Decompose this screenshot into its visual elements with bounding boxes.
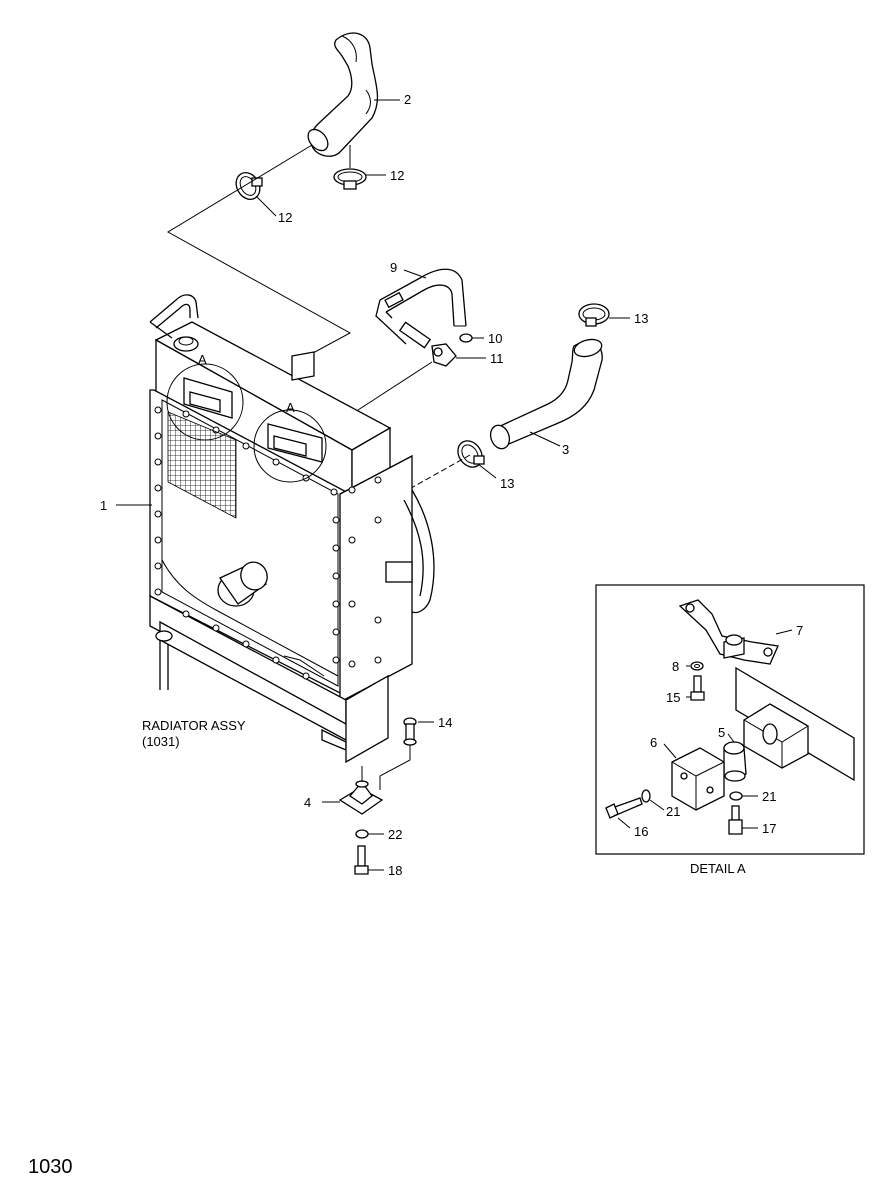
callout-16: 16 [634, 824, 648, 839]
callout-21-right: 21 [762, 789, 776, 804]
callout-11: 11 [490, 351, 504, 366]
washer-21-left [641, 789, 651, 803]
lower-hose-3 [489, 338, 603, 450]
page-number: 1030 [28, 1156, 73, 1178]
leader-16 [617, 817, 631, 829]
bracket-7 [678, 599, 779, 665]
callout-10: 10 [488, 331, 502, 346]
detail-a-circle-left [166, 363, 244, 441]
callout-18: 18 [388, 863, 402, 878]
detail-a-frame [595, 584, 865, 855]
callout-13-bottom: 13 [500, 476, 514, 491]
leader-21-left [649, 799, 665, 811]
centerline-14 [379, 745, 411, 790]
mount-rubber-4 [338, 780, 384, 815]
callout-6: 6 [650, 735, 657, 750]
elbow-fitting-11 [431, 343, 457, 367]
leader-6 [663, 743, 677, 759]
assembly-label-name: RADIATOR ASSY [142, 718, 246, 733]
callout-1: 1 [100, 498, 107, 513]
callout-4: 4 [304, 795, 311, 810]
bolt-18 [354, 845, 369, 875]
callout-5: 5 [718, 725, 725, 740]
washer-22 [355, 829, 369, 839]
callout-2: 2 [404, 92, 411, 107]
hose-clamp-13-top [578, 303, 610, 327]
callout-9: 9 [390, 260, 397, 275]
bolt-16 [605, 797, 643, 819]
radiator-assembly [149, 294, 435, 764]
block-6 [671, 747, 725, 811]
bolt-15 [690, 675, 705, 701]
callout-13-top: 13 [634, 311, 648, 326]
leader-13-bottom [477, 463, 497, 479]
callout-12-right: 12 [390, 168, 404, 183]
hose-clamp-12-right [333, 168, 367, 190]
callout-3: 3 [562, 442, 569, 457]
hose-clamp-12-left [235, 172, 263, 200]
washer-8 [690, 661, 704, 671]
callout-21-left: 21 [666, 804, 680, 819]
upper-hose-2 [307, 32, 379, 157]
callout-15: 15 [666, 690, 680, 705]
callout-22: 22 [388, 827, 402, 842]
detail-marker-a-right: A [286, 400, 295, 415]
callout-14: 14 [438, 715, 452, 730]
breather-hose-9 [375, 268, 467, 349]
hose-clamp-13-bottom [457, 440, 485, 468]
rubber-cushion-5 [723, 741, 747, 782]
leader-12-left [255, 195, 277, 217]
leader-9 [403, 269, 427, 279]
washer-21-right [729, 791, 743, 801]
radiator-mount-plate [735, 666, 855, 782]
callout-8: 8 [672, 659, 679, 674]
radiator-mesh-screen [167, 411, 237, 519]
mount-bolt-14 [403, 717, 417, 746]
callout-7: 7 [796, 623, 803, 638]
detail-marker-a-left: A [198, 352, 207, 367]
callout-17: 17 [762, 821, 776, 836]
assembly-label-ref: (1031) [142, 734, 180, 749]
bolt-17 [728, 805, 743, 835]
leader-5 [727, 733, 735, 743]
leader-3 [529, 431, 561, 447]
centerline-11 [357, 361, 433, 411]
centerline-upper [167, 144, 352, 361]
washer-10 [459, 333, 473, 343]
detail-a-circle-right [253, 409, 327, 483]
detail-a-caption: DETAIL A [690, 861, 746, 876]
leader-7 [775, 629, 793, 635]
callout-12-left: 12 [278, 210, 292, 225]
